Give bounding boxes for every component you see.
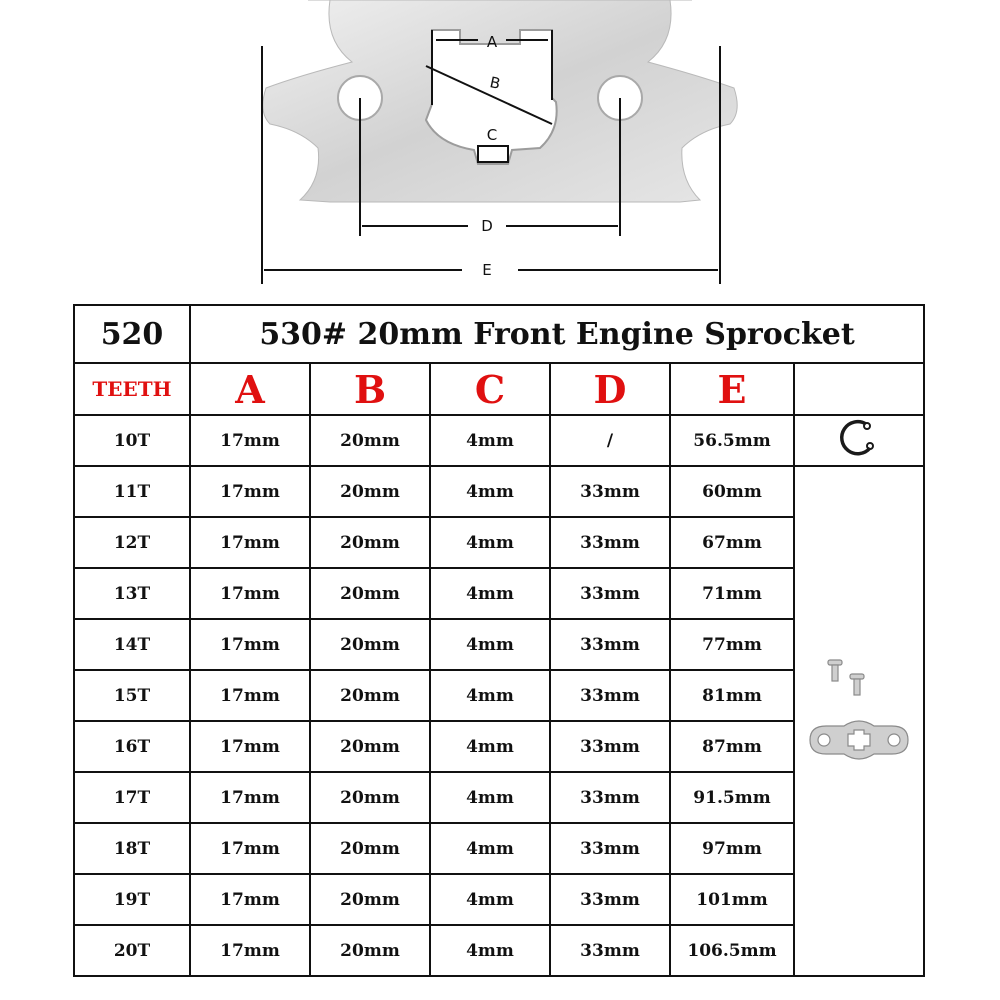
dim-label-b: B	[488, 73, 502, 93]
cell-d: 33mm	[549, 618, 671, 671]
cell-c: 4mm	[429, 873, 551, 926]
cell-teeth: 15T	[73, 669, 191, 722]
cell-e: 106.5mm	[669, 924, 795, 977]
cell-b: 20mm	[309, 924, 431, 977]
table-header-row: TEETH A B C D E	[73, 362, 926, 416]
dim-label-d: D	[481, 217, 493, 235]
cell-c: 4mm	[429, 924, 551, 977]
cell-d: 33mm	[549, 669, 671, 722]
dim-label-c: C	[487, 126, 497, 144]
header-blank	[792, 362, 926, 416]
cell-c: 4mm	[429, 771, 551, 824]
cell-teeth: 17T	[73, 771, 191, 824]
cell-d: 33mm	[549, 567, 671, 620]
cell-a: 17mm	[189, 465, 311, 518]
header-e: E	[669, 362, 795, 416]
cell-e: 97mm	[669, 822, 795, 875]
cell-a: 17mm	[189, 771, 311, 824]
cell-b: 20mm	[309, 720, 431, 773]
cell-e: 77mm	[669, 618, 795, 671]
cell-e: 81mm	[669, 669, 795, 722]
cell-teeth: 13T	[73, 567, 191, 620]
cell-e: 87mm	[669, 720, 795, 773]
cell-a: 17mm	[189, 669, 311, 722]
cell-e: 60mm	[669, 465, 795, 518]
header-teeth: TEETH	[73, 362, 191, 416]
cell-c: 4mm	[429, 669, 551, 722]
header-b: B	[309, 362, 431, 416]
cell-teeth: 20T	[73, 924, 191, 977]
cell-a: 17mm	[189, 924, 311, 977]
cell-e: 56.5mm	[669, 414, 795, 467]
table-title: 530# 20mm Front Engine Sprocket	[188, 304, 926, 364]
cell-c: 4mm	[429, 465, 551, 518]
cell-d: 33mm	[549, 465, 671, 518]
cell-b: 20mm	[309, 516, 431, 569]
cell-b: 20mm	[309, 567, 431, 620]
cell-b: 20mm	[309, 771, 431, 824]
header-d: D	[549, 362, 671, 416]
cell-a: 17mm	[189, 873, 311, 926]
header-a: A	[189, 362, 311, 416]
cell-d: 33mm	[549, 516, 671, 569]
circlip-cell	[792, 414, 926, 467]
cell-b: 20mm	[309, 414, 431, 467]
cell-c: 4mm	[429, 618, 551, 671]
sprocket-diagram-icon: A B C D E	[261, 0, 738, 284]
cell-teeth: 12T	[73, 516, 191, 569]
cell-d: 33mm	[549, 822, 671, 875]
cell-b: 20mm	[309, 465, 431, 518]
circlip-icon	[840, 420, 875, 456]
cell-c: 4mm	[429, 822, 551, 875]
cell-a: 17mm	[189, 822, 311, 875]
cell-teeth: 14T	[73, 618, 191, 671]
cell-e: 71mm	[669, 567, 795, 620]
cell-teeth: 16T	[73, 720, 191, 773]
cell-b: 20mm	[309, 618, 431, 671]
cell-c: 4mm	[429, 516, 551, 569]
cell-e: 101mm	[669, 873, 795, 926]
cell-e: 91.5mm	[669, 771, 795, 824]
cell-c: 4mm	[429, 567, 551, 620]
cell-d: 33mm	[549, 720, 671, 773]
header-c: C	[429, 362, 551, 416]
sprocket-spec-table: 520 530# 20mm Front Engine Sprocket TEET…	[73, 304, 926, 977]
cell-d: 33mm	[549, 873, 671, 926]
lock-plate-and-bolts-icon	[809, 658, 909, 760]
cell-a: 17mm	[189, 720, 311, 773]
cell-d: 33mm	[549, 924, 671, 977]
hardware-cell	[792, 465, 926, 977]
cell-a: 17mm	[189, 414, 311, 467]
cell-a: 17mm	[189, 516, 311, 569]
model-number: 520	[73, 304, 191, 364]
dim-label-e: E	[482, 261, 491, 279]
cell-b: 20mm	[309, 669, 431, 722]
cell-a: 17mm	[189, 567, 311, 620]
cell-c: 4mm	[429, 720, 551, 773]
cell-teeth: 10T	[73, 414, 191, 467]
cell-e: 67mm	[669, 516, 795, 569]
cell-b: 20mm	[309, 873, 431, 926]
cell-b: 20mm	[309, 822, 431, 875]
cell-teeth: 11T	[73, 465, 191, 518]
cell-d: /	[549, 414, 671, 467]
cell-d: 33mm	[549, 771, 671, 824]
cell-a: 17mm	[189, 618, 311, 671]
table-title-row: 520 530# 20mm Front Engine Sprocket	[73, 304, 926, 364]
dim-label-a: A	[487, 33, 498, 51]
cell-teeth: 18T	[73, 822, 191, 875]
cell-teeth: 19T	[73, 873, 191, 926]
cell-c: 4mm	[429, 414, 551, 467]
